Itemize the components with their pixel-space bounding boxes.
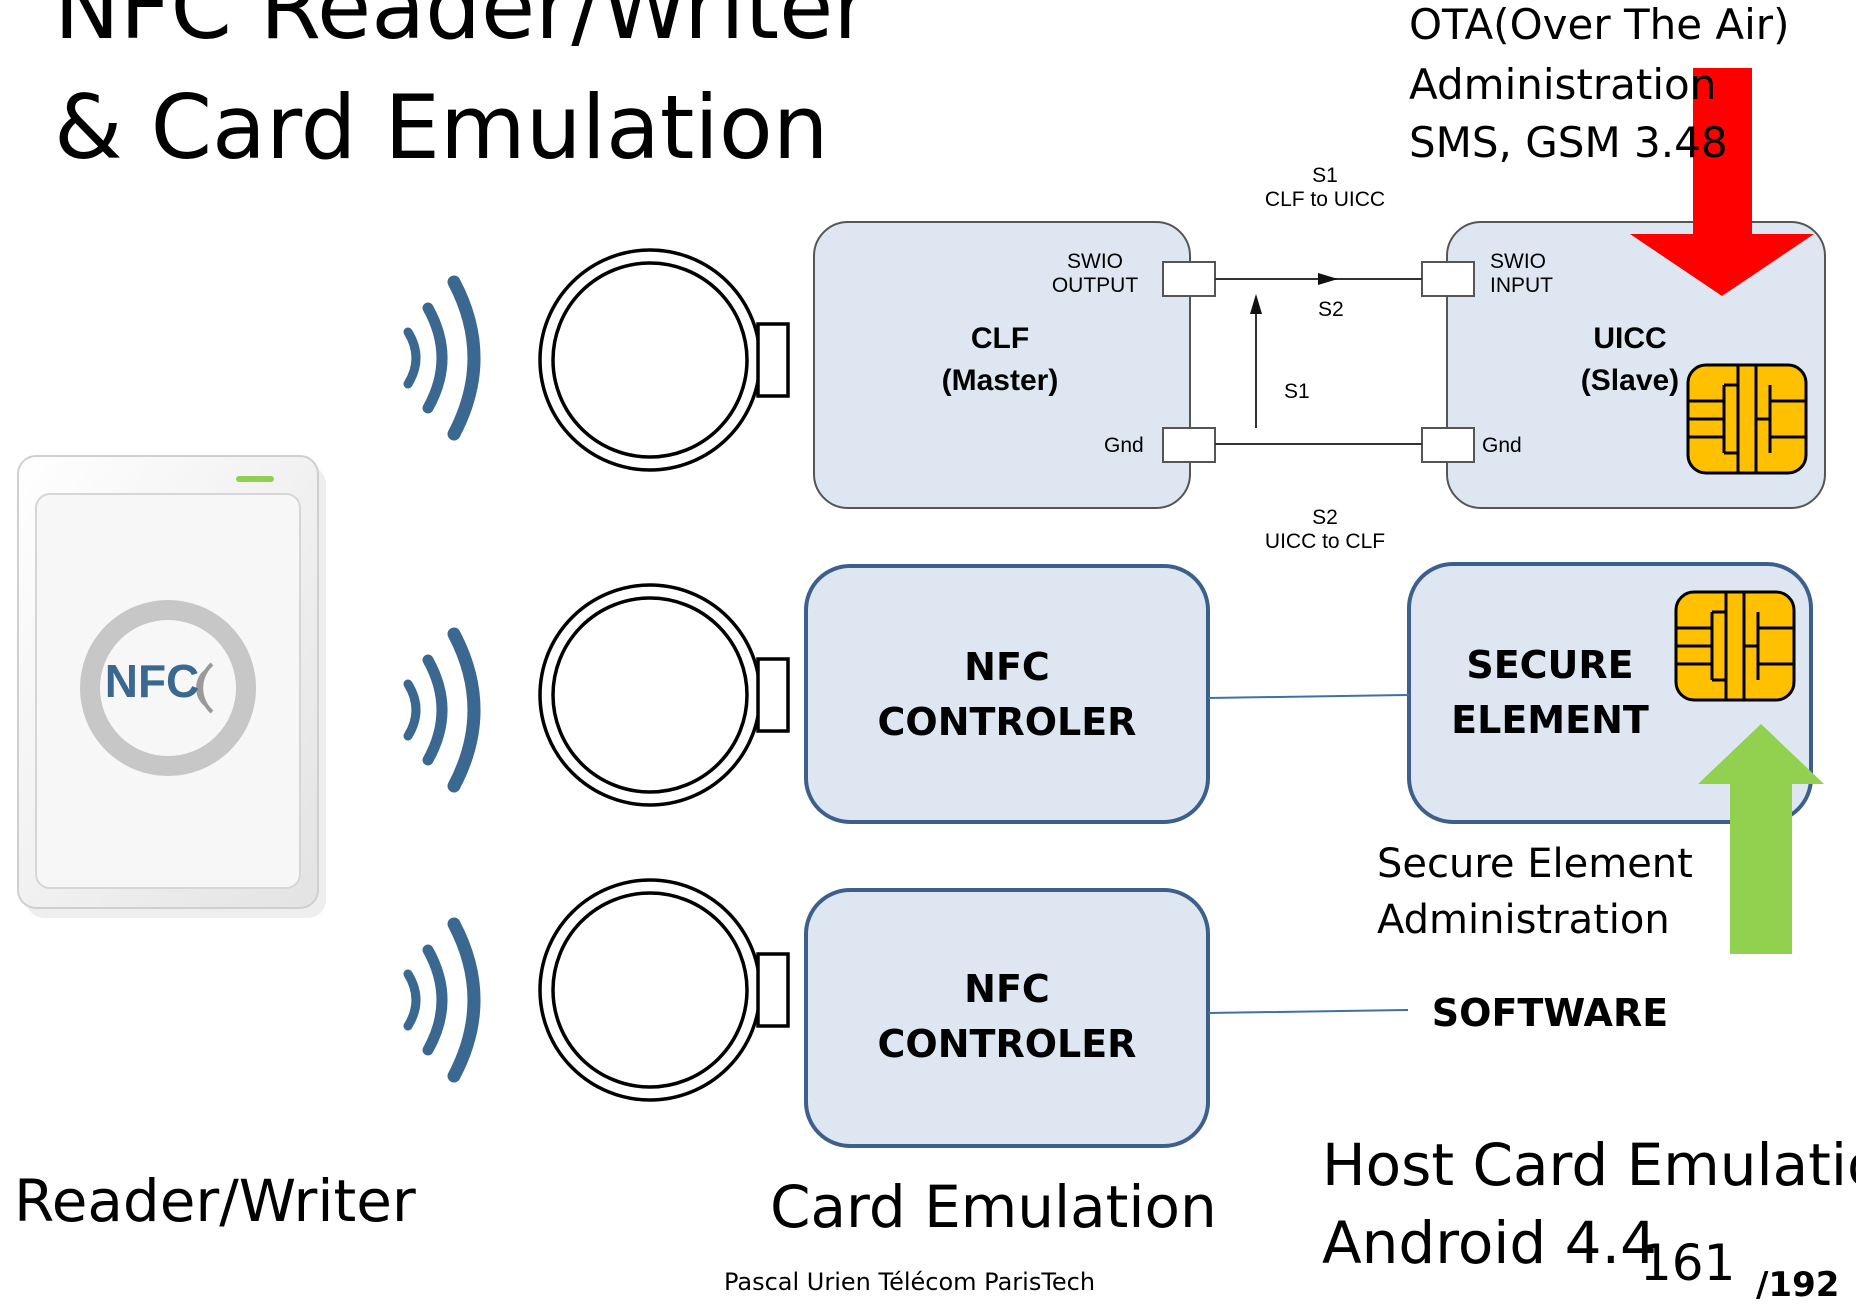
page-number: 161: [1640, 1234, 1736, 1292]
antenna-coil-icon: [538, 878, 790, 1102]
page-total: /192: [1756, 1265, 1840, 1305]
ota-label-line3: SMS, GSM 3.48: [1409, 118, 1728, 167]
rf-wave-icon: [408, 282, 474, 434]
caption-hce-line2: Android 4.4: [1322, 1209, 1657, 1277]
uicc-gnd-port: [1421, 427, 1475, 463]
nfc-controller-hce-label: NFC CONTROLER: [877, 967, 1137, 1067]
se-admin-arrow-icon: [1698, 724, 1824, 954]
controller-software-link: [1207, 1009, 1409, 1014]
uicc-swio-input-label: SWIO INPUT: [1490, 250, 1553, 297]
controller-se-link: [1207, 694, 1410, 699]
uicc-swio-port: [1421, 261, 1475, 297]
clf-swio-output-label: SWIO OUTPUT: [1051, 250, 1139, 297]
arrow-right-icon: [1318, 273, 1338, 285]
caption-reader-writer: Reader/Writer: [14, 1167, 416, 1235]
clf-swio-port: [1162, 261, 1216, 297]
nfc-controller-box-hce: [804, 888, 1210, 1148]
slide-title-line1: NFC Reader/Writer: [54, 0, 870, 59]
clf-gnd-label: Gnd: [1104, 434, 1144, 457]
software-label: SOFTWARE: [1431, 991, 1669, 1035]
nfc-logo-text: NFC: [104, 655, 200, 707]
caption-card-emulation: Card Emulation: [770, 1173, 1217, 1241]
antenna-coil-icon: [538, 583, 790, 807]
clf-title: CLF (Master): [941, 322, 1059, 397]
nfc-reader-device: [17, 455, 326, 918]
secure-element-label: SECURE ELEMENT: [1451, 643, 1649, 743]
arrow-up-icon: [1250, 294, 1262, 314]
nfc-logo-icon: [196, 662, 214, 714]
caption-hce-line1: Host Card Emulation: [1322, 1131, 1856, 1199]
s1-top-label: S1 CLF to UICC: [1264, 164, 1386, 211]
sim-chip-icon: [1674, 590, 1796, 702]
s2-bottom-label: S2 UICC to CLF: [1264, 506, 1386, 553]
footer-author: Pascal Urien Télécom ParisTech: [724, 1268, 1096, 1296]
uicc-gnd-label: Gnd: [1482, 434, 1522, 457]
antenna-coil-icon: [538, 248, 790, 472]
ota-arrow-icon: [1630, 68, 1814, 296]
uicc-title: UICC (Slave): [1580, 322, 1680, 397]
s1-mid-label: S1: [1284, 380, 1310, 403]
rf-wave-icon: [408, 924, 474, 1076]
slide-title-line2: & Card Emulation: [54, 76, 829, 179]
nfc-controller-label: NFC CONTROLER: [877, 645, 1137, 745]
clf-box: [813, 221, 1191, 509]
rf-wave-icon: [408, 634, 474, 786]
s2-mid-label: S2: [1318, 298, 1344, 321]
clf-gnd-port: [1162, 427, 1216, 463]
se-administration-label: Secure Element Administration: [1377, 841, 1693, 943]
ota-label-line2: Administration: [1409, 60, 1717, 109]
ota-label-line1: OTA(Over The Air): [1409, 0, 1790, 49]
nfc-controller-box: [804, 564, 1210, 824]
